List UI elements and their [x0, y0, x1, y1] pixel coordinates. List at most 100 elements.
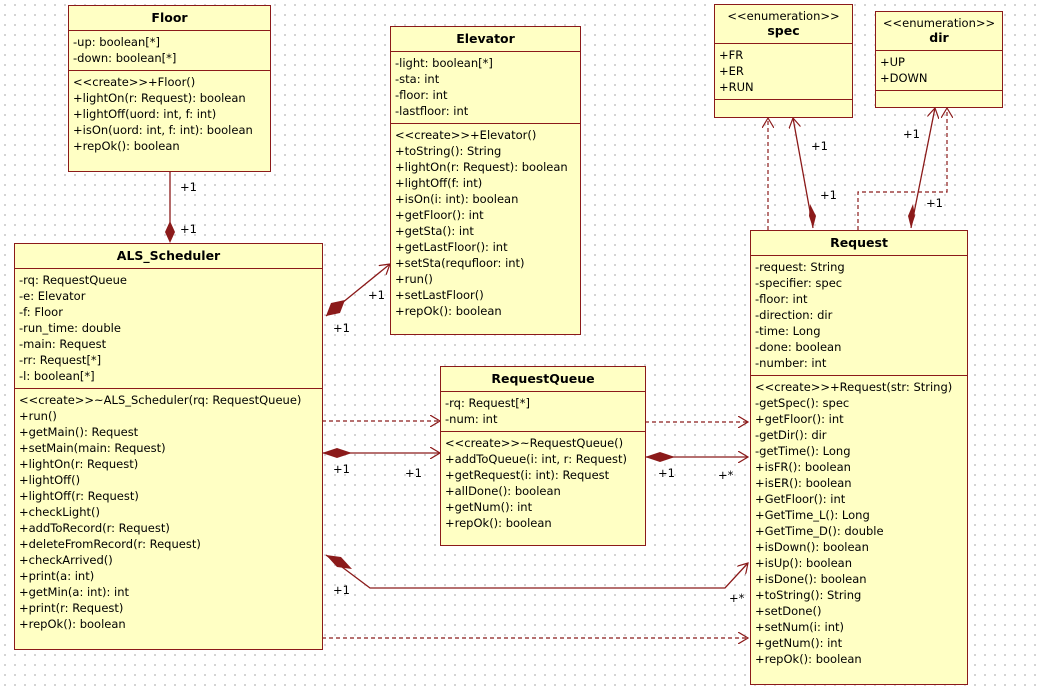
attribute: -rr: Request[*] [19, 353, 102, 367]
assoc-scheduler-request [325, 554, 748, 589]
class-request-queue[interactable]: RequestQueue -rq: Request[*] -num: int <… [440, 366, 646, 546]
class-als-scheduler-name: ALS_Scheduler [15, 244, 322, 269]
attribute: -num: int [445, 412, 498, 426]
operation: +repOk(): boolean [73, 139, 180, 153]
multiplicity-label: +1 [658, 466, 675, 480]
operation: +lightOn(r: Request) [19, 457, 139, 471]
operation: -getSpec(): spec [755, 396, 850, 410]
operation: +getNum(): int [755, 636, 843, 650]
operation: +checkLight() [19, 505, 100, 519]
operation: +getLastFloor(): int [395, 240, 508, 254]
class-als-scheduler-attributes: -rq: RequestQueue -e: Elevator -f: Floor… [15, 269, 322, 389]
class-request-queue-name: RequestQueue [441, 367, 645, 392]
class-floor[interactable]: Floor -up: boolean[*] -down: boolean[*] … [68, 5, 271, 172]
multiplicity-label: +1 [368, 288, 385, 302]
class-floor-attributes: -up: boolean[*] -down: boolean[*] [69, 31, 270, 71]
attribute: -specifier: spec [755, 276, 843, 290]
operation: +allDone(): boolean [445, 484, 561, 498]
multiplicity-label: +1 [180, 222, 197, 236]
operation: +repOk(): boolean [395, 304, 502, 318]
multiplicity-label: +1 [333, 583, 350, 597]
operation: -getDir(): dir [755, 428, 827, 442]
operation: +toString(): String [755, 588, 862, 602]
enum-spec-header: <<enumeration>> spec [715, 5, 852, 44]
operation: +lightOff(uord: int, f: int) [73, 107, 217, 121]
operation: +isUp(): boolean [755, 556, 853, 570]
operation: +deleteFromRecord(r: Request) [19, 537, 201, 551]
literal: +UP [880, 55, 905, 69]
operation: +getSta(): int [395, 224, 474, 238]
class-als-scheduler-operations: <<create>>~ALS_Scheduler(rq: RequestQueu… [15, 389, 322, 636]
operation: +getMain(): Request [19, 425, 139, 439]
enum-spec-empty [715, 100, 852, 115]
operation: +getNum(): int [445, 500, 533, 514]
class-als-scheduler[interactable]: ALS_Scheduler -rq: RequestQueue -e: Elev… [14, 243, 323, 650]
literal: +DOWN [880, 71, 928, 85]
operation: +lightOn(r: Request): boolean [73, 91, 246, 105]
enum-spec[interactable]: <<enumeration>> spec +FR +ER +RUN [714, 4, 853, 118]
diamond-scheduler-floor [165, 221, 175, 243]
multiplicity-label: +1 [180, 180, 197, 194]
multiplicity-label: +* [729, 591, 745, 605]
literal: +ER [719, 64, 744, 78]
operation: +isER(): boolean [755, 476, 852, 490]
attribute: -run_time: double [19, 321, 121, 335]
multiplicity-label: +* [718, 468, 734, 482]
enum-spec-literals: +FR +ER +RUN [715, 44, 852, 100]
attribute: -number: int [755, 356, 827, 370]
operation: <<create>>+Elevator() [395, 128, 537, 142]
class-request[interactable]: Request -request: String -specifier: spe… [750, 230, 968, 685]
operation: +getFloor(): int [755, 412, 844, 426]
operation: +print(a: int) [19, 569, 95, 583]
enum-dir-literals: +UP +DOWN [876, 51, 1002, 91]
operation: <<create>>~RequestQueue() [445, 436, 624, 450]
class-request-queue-operations: <<create>>~RequestQueue() +addToQueue(i:… [441, 432, 645, 535]
diamond-scheduler-request [326, 555, 352, 569]
attribute: -light: boolean[*] [395, 56, 493, 70]
attribute: -e: Elevator [19, 289, 86, 303]
enum-dir-name: dir [929, 30, 949, 45]
operation: +checkArrived() [19, 553, 113, 567]
attribute: -main: Request [19, 337, 107, 351]
enum-dir-header: <<enumeration>> dir [876, 12, 1002, 51]
attribute: -floor: int [395, 88, 448, 102]
attribute: -rq: Request[*] [445, 396, 530, 410]
operation: +repOk(): boolean [445, 516, 552, 530]
enum-dir[interactable]: <<enumeration>> dir +UP +DOWN [875, 11, 1003, 108]
attribute: -sta: int [395, 72, 440, 86]
multiplicity-label: +1 [820, 188, 837, 202]
enum-spec-name: spec [767, 23, 800, 38]
attribute: -done: boolean [755, 340, 842, 354]
operation: +GetFloor(): int [755, 492, 846, 506]
multiplicity-label: +1 [405, 466, 422, 480]
multiplicity-label: +1 [333, 321, 350, 335]
operation: +isDown(): boolean [755, 540, 869, 554]
class-request-operations: <<create>>+Request(str: String) -getSpec… [751, 376, 967, 671]
multiplicity-label: +1 [811, 139, 828, 153]
literal: +RUN [719, 80, 754, 94]
operation: +setDone() [755, 604, 822, 618]
dep-request-dir [857, 108, 947, 230]
operation: +GetTime_D(): double [755, 524, 884, 538]
operation: +repOk(): boolean [19, 617, 126, 631]
operation: +getMin(a: int): int [19, 585, 129, 599]
multiplicity-label: +1 [926, 196, 943, 210]
operation: +setMain(main: Request) [19, 441, 166, 455]
attribute: -down: boolean[*] [73, 51, 177, 65]
operation: <<create>>~ALS_Scheduler(rq: RequestQueu… [19, 393, 302, 407]
enum-dir-empty [876, 91, 1002, 106]
attribute: -request: String [755, 260, 845, 274]
operation: <<create>>+Request(str: String) [755, 380, 953, 394]
operation: +getRequest(i: int): Request [445, 468, 610, 482]
diamond-queue-request [645, 452, 675, 462]
operation: +lightOff(f: int) [395, 176, 483, 190]
class-floor-name: Floor [69, 6, 270, 31]
attribute: -time: Long [755, 324, 821, 338]
operation: +toString(): String [395, 144, 502, 158]
operation: +getFloor(): int [395, 208, 484, 222]
attribute: -up: boolean[*] [73, 35, 160, 49]
multiplicity-label: +1 [903, 127, 920, 141]
operation: +GetTime_L(): Long [755, 508, 870, 522]
operation: -getTime(): Long [755, 444, 851, 458]
class-elevator[interactable]: Elevator -light: boolean[*] -sta: int -f… [390, 26, 581, 335]
